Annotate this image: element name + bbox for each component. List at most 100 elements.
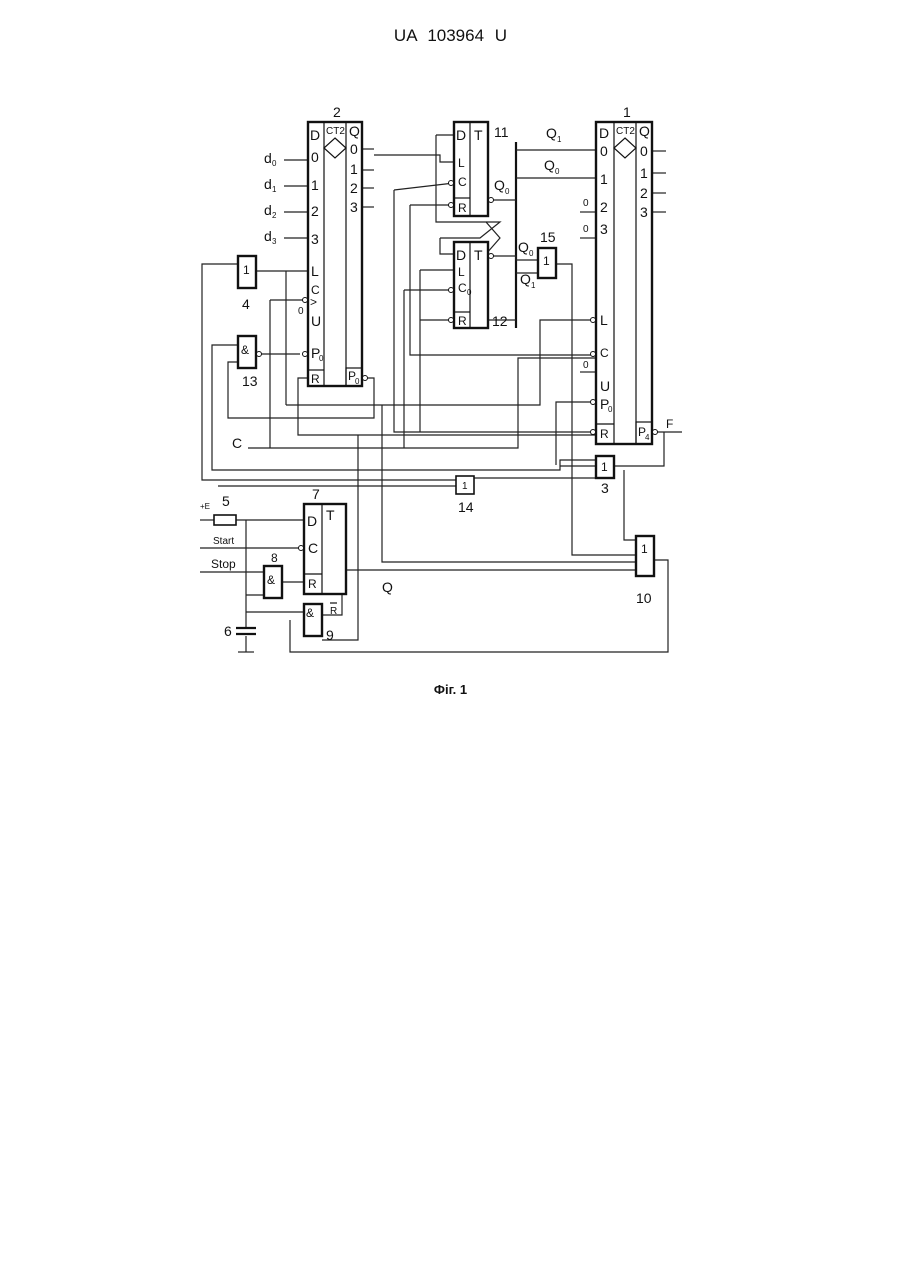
trigger-7-d: D <box>307 513 317 529</box>
capacitor-6-number: 6 <box>224 623 232 639</box>
trigger-7-t: T <box>326 507 335 523</box>
gate-15-symbol: 1 <box>543 254 550 268</box>
input-stop: Stop <box>211 557 236 571</box>
trigger-12-l: L <box>458 265 465 279</box>
counter-2-number: 2 <box>333 104 341 120</box>
counter-1-u-zero: 0 <box>583 360 589 371</box>
counter-1-out-2: 2 <box>640 185 648 201</box>
gate-14: 1 14 <box>456 476 474 515</box>
signal-q0-top-sub: 0 <box>555 167 560 176</box>
gate-9-symbol: & <box>306 606 314 620</box>
counter-2-u-zero: 0 <box>298 306 304 317</box>
counter-2-in-l: L <box>311 263 319 279</box>
trigger-12-d: D <box>456 247 466 263</box>
signal-q0-gate15-sub: 0 <box>529 249 534 258</box>
capacitor-6: 6 <box>224 623 256 639</box>
counter-1-in-2: 2 <box>600 199 608 215</box>
trigger-12-number: 12 <box>492 313 508 329</box>
trigger-11-r: R <box>458 201 467 215</box>
signal-q0-mid: Q <box>494 177 505 193</box>
counter-1-in-c: C <box>600 346 609 360</box>
gate-15: 1 15 <box>538 229 556 278</box>
counter-1-out-1: 1 <box>640 165 648 181</box>
trigger-11-d: D <box>456 127 466 143</box>
counter-1-in-d: D <box>599 125 609 141</box>
trigger-12-r: R <box>458 314 467 328</box>
gate-14-symbol: 1 <box>462 481 468 492</box>
trigger-12-t: T <box>474 247 483 263</box>
gate-3-number: 3 <box>601 480 609 496</box>
signal-q-big: Q <box>382 579 393 595</box>
signal-q0-gate15: Q <box>518 239 529 255</box>
counter-1-in-p-sub: 0 <box>608 405 613 414</box>
output-f: F <box>666 417 673 431</box>
input-d1: d <box>264 176 272 192</box>
counter-2-in-2: 2 <box>311 203 319 219</box>
counter-1-number: 1 <box>623 104 631 120</box>
signal-q0-top: Q <box>544 157 555 173</box>
input-d2-sub: 2 <box>272 211 277 220</box>
counter-1-in3-zero: 0 <box>583 224 589 235</box>
trigger-11: 11 D T L C R <box>449 122 509 216</box>
counter-2-out-1: 1 <box>350 161 358 177</box>
gate-4-symbol: 1 <box>243 263 250 277</box>
input-d1-sub: 1 <box>272 185 277 194</box>
counter-1-in-u: U <box>600 378 610 394</box>
trigger-11-number: 11 <box>494 124 509 140</box>
trigger-12-c: C <box>458 281 467 295</box>
supply-plus-e: +E <box>200 502 210 511</box>
counter-2: 2 CT2 D 0 1 2 3 L C > U P 0 R Q 0 1 2 3 … <box>303 104 368 386</box>
counter-2-in-u: U <box>311 313 321 329</box>
counter-1-out-3: 3 <box>640 204 648 220</box>
counter-2-in-clk: > <box>310 295 317 309</box>
counter-2-out-2: 2 <box>350 180 358 196</box>
gate-14-number: 14 <box>458 499 474 515</box>
gate-4-number: 4 <box>242 296 250 312</box>
signal-c: C <box>232 435 242 451</box>
counter-2-in-d: D <box>310 127 320 143</box>
input-d2: d <box>264 202 272 218</box>
counter-1-in-r: R <box>600 427 609 441</box>
counter-2-in-3: 3 <box>311 231 319 247</box>
counter-1-in-0: 0 <box>600 143 608 159</box>
signal-q1-top-sub: 1 <box>557 135 562 144</box>
counter-1-type: CT2 <box>616 126 635 137</box>
trigger-7-r: R <box>308 577 317 591</box>
signal-q1-gate15: Q <box>520 271 531 287</box>
input-d0-sub: 0 <box>272 159 277 168</box>
gate-13-symbol: & <box>241 343 249 357</box>
signal-r-bar: R <box>330 606 337 617</box>
counter-2-in-p-sub: 0 <box>319 354 324 363</box>
gate-8-symbol: & <box>267 573 275 587</box>
counter-1-in2-zero: 0 <box>583 198 589 209</box>
gate-13-number: 13 <box>242 373 258 389</box>
signal-q0-mid-sub: 0 <box>505 187 510 196</box>
trigger-11-t: T <box>474 127 483 143</box>
counter-1: 1 CT2 D 0 1 2 3 L C U P 0 R Q 0 1 2 3 P … <box>591 104 658 444</box>
counter-2-type: CT2 <box>326 126 345 137</box>
trigger-12-c-sub: 0 <box>467 288 472 297</box>
resistor-5: 5 <box>214 493 236 525</box>
trigger-7: 7 D T C R <box>299 486 347 594</box>
gate-13: & 13 <box>238 336 262 389</box>
counter-2-in-1: 1 <box>311 177 319 193</box>
counter-2-in-r: R <box>311 372 320 386</box>
counter-2-out-0: 0 <box>350 141 358 157</box>
gate-15-number: 15 <box>540 229 556 245</box>
counter-2-out-3: 3 <box>350 199 358 215</box>
input-d0: d <box>264 150 272 166</box>
gate-8: & 8 <box>264 551 282 598</box>
input-start: Start <box>213 536 234 547</box>
counter-1-out-q: Q <box>639 123 650 139</box>
trigger-7-number: 7 <box>312 486 320 502</box>
signal-q1-top: Q <box>546 125 557 141</box>
input-d3: d <box>264 228 272 244</box>
counter-2-in-0: 0 <box>311 149 319 165</box>
input-d3-sub: 3 <box>272 237 277 246</box>
gate-9-number: 9 <box>326 627 334 643</box>
resistor-5-number: 5 <box>222 493 230 509</box>
gate-10: 1 10 <box>636 536 654 606</box>
gate-4: 1 4 <box>238 256 256 312</box>
counter-1-in-3: 3 <box>600 221 608 237</box>
trigger-7-c: C <box>308 540 318 556</box>
